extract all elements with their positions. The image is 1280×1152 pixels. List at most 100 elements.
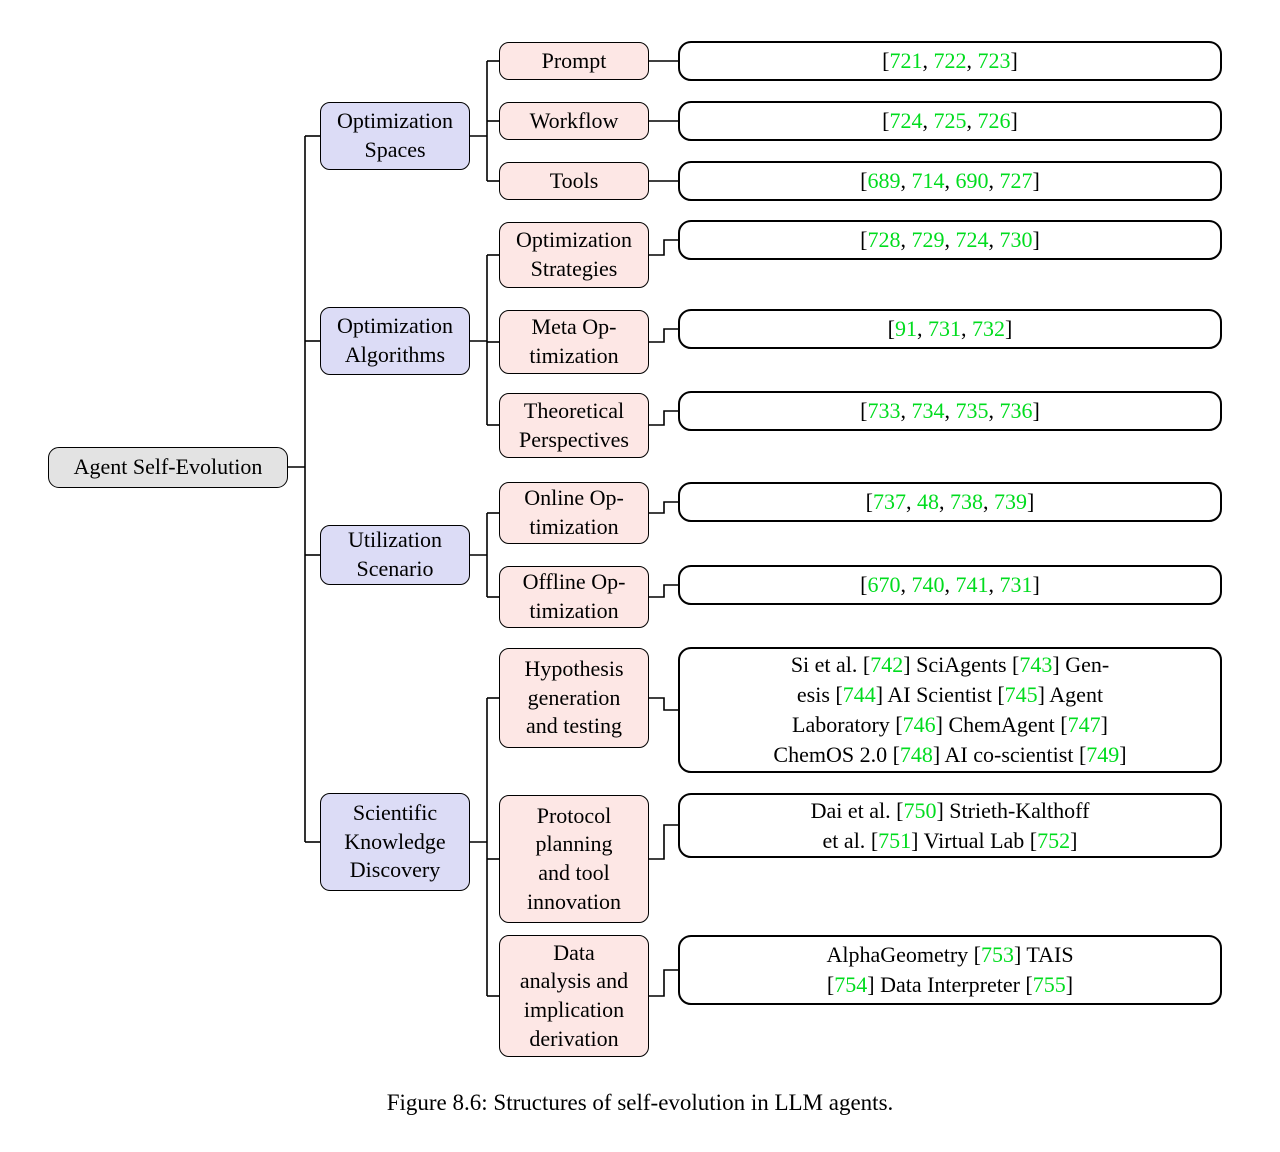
node-label: Meta Op- timization: [529, 314, 619, 368]
citation-link[interactable]: 742: [870, 652, 904, 678]
citation-link[interactable]: 735: [955, 398, 989, 424]
citation-box-theoretical-perspectives: [733, 734, 735, 736]: [678, 391, 1222, 431]
citation-link[interactable]: 734: [911, 398, 945, 424]
node-label: Offline Op- timization: [522, 569, 626, 623]
citation-link[interactable]: 732: [972, 316, 1005, 342]
citation-link[interactable]: 724: [955, 227, 989, 253]
citation-link[interactable]: 738: [950, 489, 983, 515]
citation-link[interactable]: 741: [955, 572, 989, 598]
citation-box-tools: [689, 714, 690, 727]: [678, 161, 1222, 201]
citation-link[interactable]: 91: [895, 316, 917, 342]
tree-edge: [649, 328, 678, 343]
citation-link[interactable]: 753: [981, 942, 1014, 968]
citation-link[interactable]: 744: [842, 682, 876, 708]
citation-text: Si et al. [742] SciAgents [743] Gen- esi…: [773, 652, 1127, 767]
tree-edge: [649, 239, 678, 256]
citation-link[interactable]: 746: [902, 712, 936, 737]
node-theoretical-perspectives: Theoretical Perspectives: [499, 393, 649, 458]
citation-link[interactable]: 749: [1086, 741, 1120, 767]
citation-link[interactable]: 747: [1067, 712, 1101, 737]
citation-link[interactable]: 733: [867, 398, 901, 424]
citation-link[interactable]: 729: [911, 227, 945, 253]
citation-box-online-optimization: [737, 48, 738, 739]: [678, 482, 1222, 522]
node-meta-optimization: Meta Op- timization: [499, 310, 649, 374]
node-optimization-strategies: Optimization Strategies: [499, 222, 649, 288]
citation-link[interactable]: 690: [955, 168, 989, 194]
citation-text: [670, 740, 741, 731]: [860, 572, 1040, 598]
citation-link[interactable]: 748: [899, 741, 933, 767]
citation-link[interactable]: 725: [933, 108, 967, 134]
citation-text: [737, 48, 738, 739]: [865, 489, 1035, 515]
citation-link[interactable]: 736: [999, 398, 1033, 424]
citation-box-offline-optimization: [670, 740, 741, 731]: [678, 565, 1222, 605]
citation-box-optimization-strategies: [728, 729, 724, 730]: [678, 220, 1222, 260]
citation-link[interactable]: 723: [977, 48, 1011, 74]
citation-text: AlphaGeometry [753] TAIS [754] Data Inte…: [826, 942, 1074, 997]
tree-edge: [649, 584, 678, 598]
node-workflow: Workflow: [499, 102, 649, 140]
citation-text: [91, 731, 732]: [887, 316, 1013, 342]
citation-link[interactable]: 743: [1019, 652, 1053, 678]
citation-link[interactable]: 721: [889, 48, 923, 74]
citation-text: [728, 729, 724, 730]: [860, 227, 1040, 253]
node-tools: Tools: [499, 162, 649, 200]
node-label: Optimization Strategies: [515, 227, 633, 281]
citation-link[interactable]: 730: [999, 227, 1033, 253]
node-hypothesis-generation-and-testing: Hypothesis generation and testing: [499, 648, 649, 748]
citation-box-meta-optimization: [91, 731, 732]: [678, 309, 1222, 349]
citation-link[interactable]: 751: [878, 827, 912, 853]
node-utilization-scenario: Utilization Scenario: [320, 525, 470, 585]
citation-link[interactable]: 731: [999, 572, 1033, 598]
citation-link[interactable]: 731: [928, 316, 961, 342]
node-label: Prompt: [541, 47, 607, 73]
node-label: Optimization Algorithms: [336, 313, 454, 367]
tree-edge: [649, 501, 678, 514]
citation-box-hypothesis-generation: Si et al. [742] SciAgents [743] Gen- esi…: [678, 647, 1222, 773]
node-online-optimization: Online Op- timization: [499, 482, 649, 544]
node-scientific-knowledge-discovery: Scientific Knowledge Discovery: [320, 793, 470, 891]
citation-link[interactable]: 740: [911, 572, 945, 598]
citation-link[interactable]: 714: [911, 168, 945, 194]
tree-edge: [649, 824, 678, 860]
citation-link[interactable]: 754: [834, 972, 868, 997]
citation-link[interactable]: 726: [977, 108, 1011, 134]
node-label: Scientific Knowledge Discovery: [344, 800, 446, 883]
node-label: Tools: [549, 167, 599, 193]
node-prompt: Prompt: [499, 42, 649, 80]
node-optimization-algorithms: Optimization Algorithms: [320, 307, 470, 375]
citation-link[interactable]: 724: [889, 108, 923, 134]
node-protocol-planning-and-tool-innovation: Protocol planning and tool innovation: [499, 795, 649, 923]
node-label: Utilization Scenario: [347, 527, 443, 581]
citation-text: [724, 725, 726]: [882, 108, 1018, 134]
citation-box-workflow: [724, 725, 726]: [678, 101, 1222, 141]
citation-link[interactable]: 722: [933, 48, 967, 74]
citation-link[interactable]: 737: [873, 489, 906, 515]
citation-link[interactable]: 750: [903, 797, 937, 823]
citation-link[interactable]: 670: [867, 572, 901, 598]
citation-text: [733, 734, 735, 736]: [860, 398, 1040, 424]
node-label: Workflow: [529, 107, 619, 133]
citation-box-prompt: [721, 722, 723]: [678, 41, 1222, 81]
citation-text: [721, 722, 723]: [882, 48, 1018, 74]
citation-link[interactable]: 728: [867, 227, 901, 253]
citation-link[interactable]: 755: [1032, 972, 1066, 997]
tree-edge: [649, 410, 678, 426]
citation-link[interactable]: 689: [867, 168, 901, 194]
node-optimization-spaces: Optimization Spaces: [320, 102, 470, 170]
tree-edge: [649, 697, 678, 711]
node-label: Agent Self-Evolution: [73, 454, 263, 480]
citation-link[interactable]: 739: [994, 489, 1027, 515]
node-data-analysis-and-implication-derivation: Data analysis and implication derivation: [499, 935, 649, 1057]
node-label: Hypothesis generation and testing: [524, 656, 624, 739]
citation-link[interactable]: 727: [999, 168, 1033, 194]
citation-link[interactable]: 745: [1004, 682, 1038, 708]
citation-link[interactable]: 752: [1037, 827, 1071, 853]
node-agent-self-evolution: Agent Self-Evolution: [48, 447, 288, 488]
citation-box-data-analysis: AlphaGeometry [753] TAIS [754] Data Inte…: [678, 935, 1222, 1005]
node-label: Protocol planning and tool innovation: [526, 802, 622, 914]
tree-edge: [649, 969, 678, 997]
citation-text: Dai et al. [750] Strieth-Kalthoff et al.…: [810, 797, 1090, 853]
node-label: Optimization Spaces: [336, 108, 454, 162]
citation-link[interactable]: 48: [917, 489, 939, 515]
